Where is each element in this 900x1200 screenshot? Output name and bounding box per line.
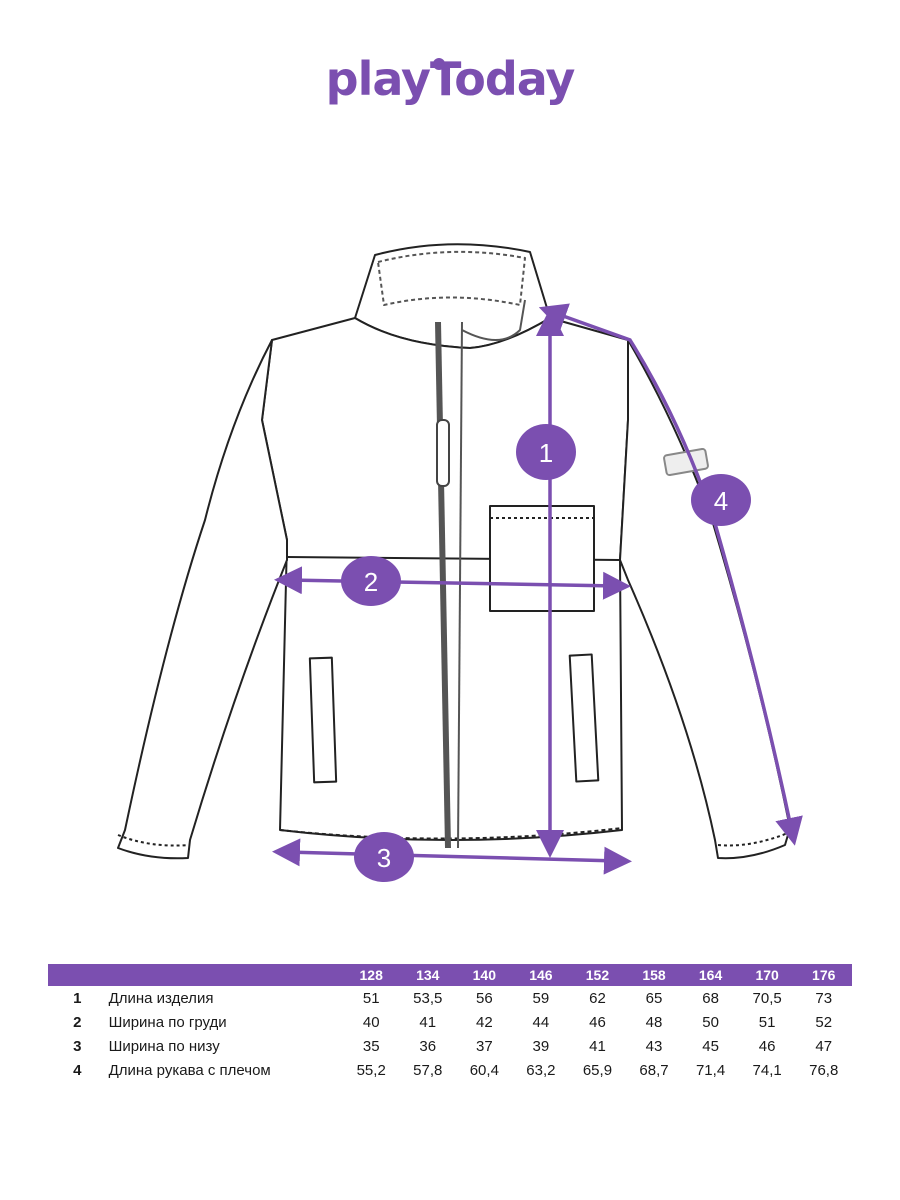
cell-value: 39 [532,1037,550,1055]
size-chart-table: 128 134 140 146 152 158 164 170 176 1 Дл… [48,964,852,1082]
header-blank-label [106,964,343,986]
cell-value: 46 [758,1037,776,1055]
row-label: Ширина по груди [108,1013,227,1031]
cell-value: 36 [419,1037,437,1055]
table-row: 2 Ширина по груди 40 41 42 44 46 48 50 5… [48,1010,852,1034]
jacket-outline [117,243,791,860]
size-header-row: 128 134 140 146 152 158 164 170 176 [48,964,852,986]
size-header: 176 [795,964,852,986]
cell-value: 55,2 [356,1061,386,1079]
cell-value: 41 [589,1037,606,1055]
cell-value: 41 [419,1013,437,1031]
row-number: 4 [73,1061,82,1079]
cell-value: 47 [815,1037,833,1055]
cell-value: 65 [645,989,663,1007]
cell-value: 63,2 [526,1061,556,1079]
brand-logo-dot [433,58,445,70]
table-row: 1 Длина изделия 51 53,5 56 59 62 65 68 7… [48,986,852,1010]
size-header: 158 [625,964,683,986]
row-number: 2 [73,1013,82,1031]
cell-value: 68 [702,989,719,1007]
cell-value: 46 [589,1013,606,1031]
brand-logo: playToday [0,52,900,106]
cell-value: 65,9 [582,1061,613,1079]
measurement-badges: 1 2 3 4 [341,424,751,882]
size-header: 128 [342,964,400,986]
size-header: 164 [682,964,739,986]
badge-2-label: 2 [364,567,378,597]
badge-1: 1 [516,424,576,480]
cell-value: 60,4 [469,1061,499,1079]
badge-2: 2 [341,556,401,606]
row-number: 3 [73,1037,82,1055]
jacket-drawing: 1 2 3 4 [117,243,803,882]
size-header: 134 [399,964,457,986]
cell-value: 73 [815,989,833,1007]
cell-value: 52 [815,1013,833,1031]
cell-value: 56 [475,989,493,1007]
cell-value: 44 [532,1013,550,1031]
cell-value: 48 [645,1013,663,1031]
badge-4-label: 4 [714,486,728,516]
size-header: 140 [456,964,513,986]
cell-value: 51 [362,989,380,1007]
cell-value: 57,8 [413,1061,443,1079]
table-row: 4 Длина рукава с плечом 55,2 57,8 60,4 6… [48,1058,852,1082]
cell-value: 76,8 [809,1061,839,1079]
brand-logo-text: playToday [325,52,576,106]
row-label: Длина изделия [108,989,214,1007]
size-header: 170 [738,964,796,986]
cell-value: 59 [532,989,550,1007]
row-label: Ширина по низу [108,1037,220,1055]
badge-3-label: 3 [377,843,391,873]
cell-value: 50 [702,1013,719,1031]
cell-value: 74,1 [752,1061,782,1079]
cell-value: 70,5 [752,989,782,1007]
badge-3: 3 [354,832,414,882]
size-header: 152 [569,964,626,986]
row-label: Длина рукава с плечом [108,1061,271,1079]
cell-value: 53,5 [413,989,443,1007]
cell-value: 51 [758,1013,776,1031]
cell-value: 43 [645,1037,663,1055]
cell-value: 37 [475,1037,493,1055]
cell-value: 45 [702,1037,719,1055]
cell-value: 68,7 [639,1061,669,1079]
header-blank-num [48,964,107,986]
cell-value: 42 [475,1013,493,1031]
size-header: 146 [512,964,570,986]
cell-value: 62 [589,989,606,1007]
cell-value: 35 [362,1037,380,1055]
row-number: 1 [73,989,82,1007]
badge-1-label: 1 [539,438,553,468]
badge-4: 4 [691,474,751,526]
cell-value: 71,4 [695,1061,726,1079]
cell-value: 40 [362,1013,380,1031]
table-row: 3 Ширина по низу 35 36 37 39 41 43 45 46… [48,1034,852,1058]
